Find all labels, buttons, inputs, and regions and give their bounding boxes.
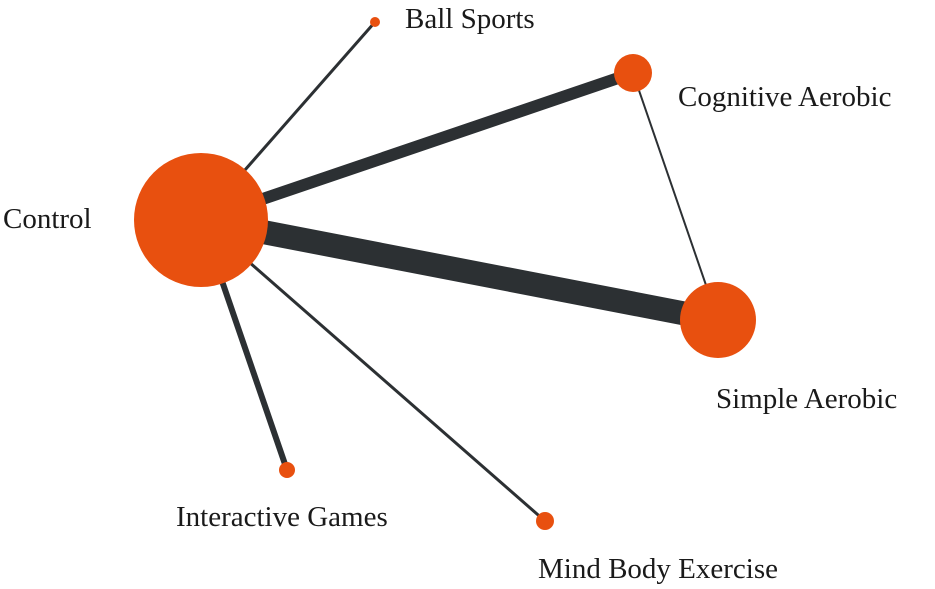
node-control — [134, 153, 268, 287]
edge-cognitive-aerobic-to-simple-aerobic — [632, 72, 719, 321]
label-cognitive-aerobic: Cognitive Aerobic — [678, 81, 891, 113]
edge-control-to-simple-aerobic — [198, 208, 721, 332]
node-cognitive-aerobic — [614, 54, 652, 92]
edge-control-to-cognitive-aerobic — [199, 67, 635, 226]
edges-layer — [198, 21, 721, 523]
node-simple-aerobic — [680, 282, 756, 358]
label-simple-aerobic: Simple Aerobic — [716, 383, 897, 415]
edge-control-to-mind-body-exercise — [200, 218, 546, 523]
node-mind-body-exercise — [536, 512, 554, 530]
node-interactive-games — [279, 462, 295, 478]
label-control: Control — [3, 203, 92, 235]
label-ball-sports: Ball Sports — [405, 3, 535, 35]
node-ball-sports — [370, 17, 380, 27]
labels-layer: Control Ball Sports Cognitive Aerobic Si… — [3, 3, 897, 585]
nodes-layer — [134, 17, 756, 530]
label-mind-body-exercise: Mind Body Exercise — [538, 553, 778, 585]
label-interactive-games: Interactive Games — [176, 501, 388, 533]
